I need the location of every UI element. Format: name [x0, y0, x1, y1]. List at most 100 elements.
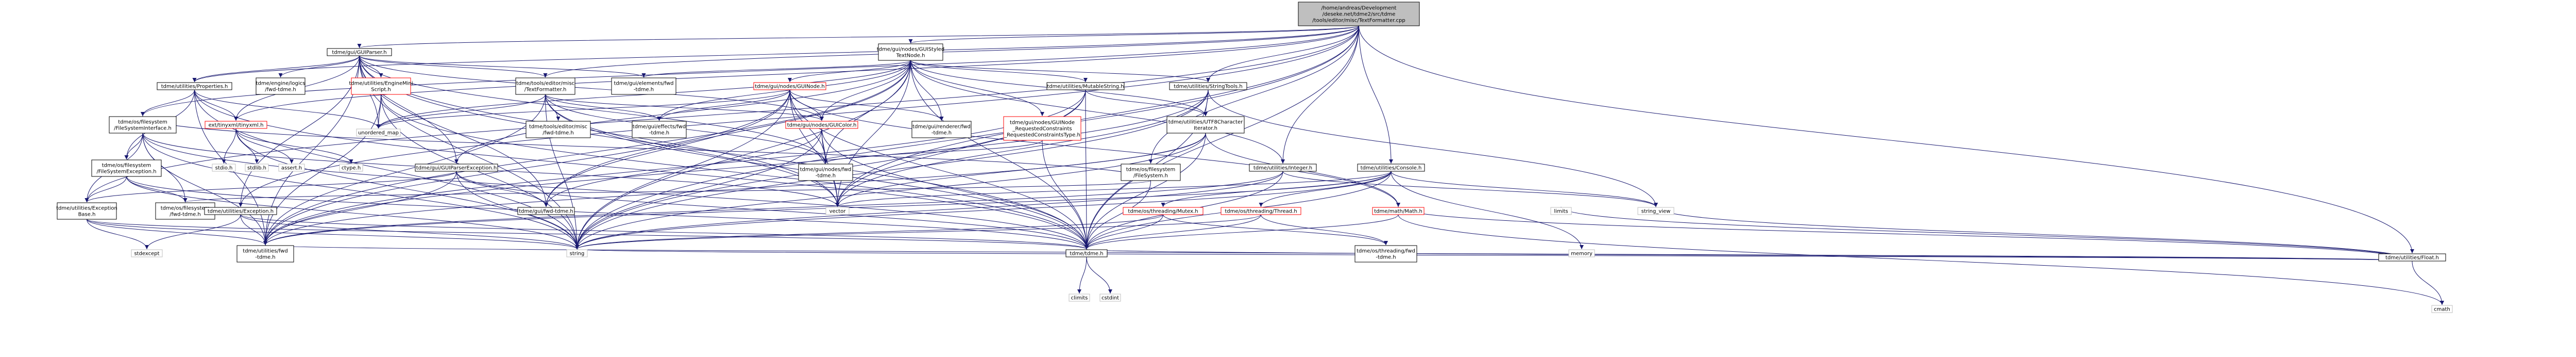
edge-GUIParser-to-Properties [192, 55, 360, 83]
edge-root-to-ExceptionBase [84, 25, 1359, 203]
node-label: tdme/gui/nodes/GUIStyled [877, 47, 944, 53]
node-label: Script.h [371, 87, 391, 93]
node-RequestedConstraints[interactable]: tdme/gui/nodes/GUINode_RequestedConstrai… [1003, 116, 1081, 141]
edge-Properties-to-FileSystemInterface [141, 89, 195, 117]
edge-ExceptionBase-to-tdmeh [87, 219, 1089, 250]
node-stdexcept: stdexcept [131, 249, 163, 257]
node-GUIColor[interactable]: tdme/gui/nodes/GUIColor.h [785, 121, 858, 129]
edge-Properties-to-tinyxml [194, 89, 238, 121]
node-label: TextNode.h [896, 53, 925, 59]
edge-GUIParserException-to-ExceptionBase [84, 171, 457, 203]
edge-Thread-to-threadingfwd [1261, 214, 1388, 246]
edge-root-to-GUIStyledTextNode [908, 25, 1359, 44]
node-StringTools[interactable]: tdme/utilities/StringTools.h [1169, 82, 1247, 90]
edge-TextFormatter-to-GUIColor [545, 94, 824, 121]
node-rendererfwd[interactable]: tdme/gui/renderer/fwd-tdme.h [911, 121, 972, 138]
edge-GUIParser-to-elementsfwd [359, 55, 646, 78]
edge-Integer-to-utilitiesfwd [263, 171, 1283, 246]
node-label: tdme/utilities/Integer.h [1253, 166, 1312, 171]
edge-GUIStyledTextNode-to-guifwd [544, 60, 911, 207]
edge-Console-to-Thread [1259, 171, 1392, 207]
node-GUIParser[interactable]: tdme/gui/GUIParser.h [327, 48, 392, 56]
node-ctypeh: ctype.h [339, 164, 363, 172]
edge-Integer-to-string_view [1282, 171, 1658, 207]
node-string_view: string_view [1637, 207, 1674, 215]
node-label: /fwd-tdme.h [265, 87, 296, 93]
node-FileSystemException[interactable]: tdme/os/filesystem/FileSystemException.h [91, 159, 162, 177]
edge-TextFormatter-to-vector [545, 94, 840, 207]
edge-GUIStyledTextNode-to-StringTools [910, 60, 1210, 83]
node-utilitiesfwd[interactable]: tdme/utilities/fwd-tdme.h [236, 245, 294, 263]
node-label: tdme/utilities/fwd [243, 249, 287, 254]
edge-Exception-to-utilitiesfwd [240, 214, 267, 246]
edge-GUIStyledTextNode-to-string [575, 60, 911, 250]
edge-ExceptionBase-to-stdexcept [87, 219, 149, 250]
node-label: tdme/os/filesystem [1126, 167, 1176, 173]
node-label: tdme/gui/GUIParser.h [332, 50, 386, 56]
node-TextFormatter[interactable]: tdme/tools/editor/misc/TextFormatter.h [515, 77, 575, 95]
edge-Thread-to-string [575, 214, 1261, 250]
edge-MutableString-to-vector [835, 89, 1086, 207]
node-label: /home/andreas/Development [1321, 6, 1397, 11]
node-label: tdme/gui/effects/fwd [633, 124, 686, 130]
node-Properties[interactable]: tdme/utilities/Properties.h [157, 82, 232, 90]
edge-root-to-Float [1359, 25, 2414, 254]
edge-tinyxml-to-stdlibh [235, 128, 259, 164]
node-label: ctype.h [342, 166, 361, 171]
node-label: Iterator.h [1194, 126, 1217, 132]
edge-root-to-TextFormatter [543, 25, 1359, 78]
node-label: tdme/tdme.h [1070, 251, 1103, 257]
edge-GUIColor-to-tdmeh [821, 128, 1089, 250]
node-Mutex[interactable]: tdme/os/threading/Mutex.h [1123, 207, 1204, 215]
edge-MutableString-to-UTF8Iterator [1085, 89, 1208, 117]
node-Exception[interactable]: tdme/utilities/Exception.h [204, 207, 277, 215]
edge-Console-to-string_view [1391, 171, 1658, 207]
edge-root-to-Console [1359, 25, 1393, 164]
node-Console[interactable]: tdme/utilities/Console.h [1357, 164, 1425, 172]
node-GUIParserException[interactable]: tdme/gui/GUIParserException.h [415, 164, 498, 172]
node-label: tdme/gui/nodes/GUINode.h [755, 84, 825, 90]
node-elementsfwd[interactable]: tdme/gui/elements/fwd-tdme.h [611, 77, 676, 95]
edge-root-to-tinyxml [234, 25, 1359, 121]
node-Float[interactable]: tdme/utilities/Float.h [2378, 253, 2446, 262]
node-Thread[interactable]: tdme/os/threading/Thread.h [1221, 207, 1301, 215]
node-nodesfwd[interactable]: tdme/gui/nodes/fwd-tdme.h [798, 164, 853, 181]
edge-root-to-FileSystemInterface [141, 25, 1359, 117]
edge-GUIStyledTextNode-to-RequestedConstraints [910, 60, 1044, 117]
node-Integer[interactable]: tdme/utilities/Integer.h [1249, 164, 1317, 172]
node-label: tdme/gui/GUIParserException.h [416, 166, 497, 171]
node-label: tdme/os/filesystem [118, 120, 167, 125]
node-label: tdme/tools/editor/misc [516, 81, 574, 87]
node-GUINode[interactable]: tdme/gui/nodes/GUINode.h [753, 82, 826, 90]
node-guifwd[interactable]: tdme/gui/fwd-tdme.h [517, 207, 575, 215]
node-label: vector [829, 209, 846, 215]
node-label: tdme/gui/renderer/fwd [912, 124, 971, 130]
node-MathH[interactable]: tdme/math/Math.h [1372, 207, 1425, 215]
node-label: -tdme.h [634, 87, 654, 93]
node-enginelogics[interactable]: tdme/engine/logics/fwd-tdme.h [256, 77, 306, 95]
edge-GUINode-to-effectsfwd [657, 89, 790, 121]
node-label: tdme/utilities/Float.h [2385, 255, 2439, 261]
node-FileSystemInterface[interactable]: tdme/os/filesystem/FileSystemInterface.h [109, 116, 177, 134]
node-effectsfwd[interactable]: tdme/gui/effects/fwd-tdme.h [632, 121, 687, 138]
edge-GUIParser-to-GUIColor [359, 55, 824, 121]
node-FileSystem[interactable]: tdme/os/filesystem/FileSystem.h [1121, 164, 1181, 181]
edge-GUIStyledTextNode-to-effectsfwd [657, 60, 911, 121]
node-label: /fwd-tdme.h [543, 131, 574, 136]
node-toolsmiscfwd[interactable]: tdme/tools/editor/misc/fwd-tdme.h [526, 121, 591, 138]
edge-MathH-to-tdmeh [1084, 214, 1399, 250]
node-MutableString[interactable]: tdme/utilities/MutableString.h [1046, 82, 1125, 90]
node-threadingfwd[interactable]: tdme/os/threading/fwd-tdme.h [1354, 245, 1417, 263]
edge-GUIParserException-to-utilitiesfwd [263, 171, 457, 246]
edge-GUIParser-to-vector [359, 55, 840, 207]
node-tinyxml[interactable]: ext/tinyxml/tinyxml.h [205, 121, 267, 129]
node-asserth: assert.h [278, 164, 305, 172]
node-tdmeh[interactable]: tdme/tdme.h [1065, 249, 1108, 257]
edge-Float-to-utilitiesfwd [264, 245, 2413, 262]
node-label: assert.h [281, 166, 302, 171]
